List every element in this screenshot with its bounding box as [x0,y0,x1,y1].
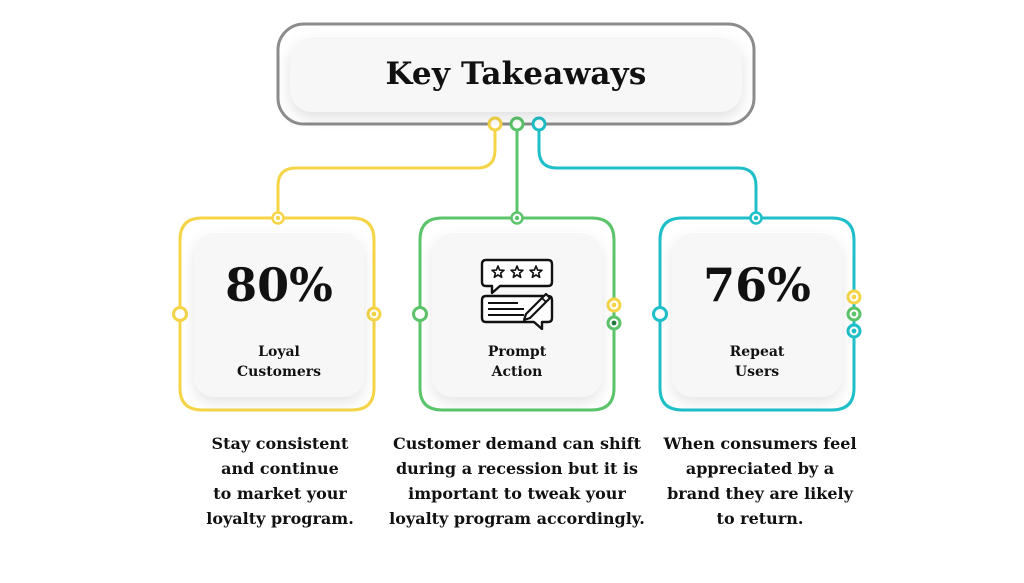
frame-green [418,216,616,412]
card-label: Loyal Customers [237,344,321,380]
junction-dot-green [509,116,525,132]
stat-value: 80% [225,258,333,312]
stat-card-repeat-users: 76% Repeat Users [672,232,842,397]
connector-yellow [276,124,497,218]
description-prompt-action: Customer demand can shift during a reces… [389,434,645,528]
connector-teal [537,124,758,218]
stat-card-loyal-customers: 80% Loyal Customers [194,232,364,397]
description-loyal-customers: Stay consistent and continue to market y… [206,434,354,528]
review-chat-icon [480,258,554,330]
stat-card-prompt-action: Prompt Action [432,232,602,397]
junction-dot-yellow [487,116,503,132]
side-dot-yellow-left [172,306,188,322]
card-label: Prompt Action [487,344,547,380]
page-title: Key Takeaways [385,56,647,92]
card-label: Repeat Users [729,344,785,380]
title-box: Key Takeaways [290,36,742,112]
side-dot-teal-left [652,306,668,322]
side-dot-green-left [412,306,428,322]
stat-value: 76% [703,258,811,312]
frame-yellow [178,216,376,412]
description-repeat-users: When consumers feel appreciated by a bra… [663,434,857,528]
junction-dot-teal [531,116,547,132]
frame-teal [658,216,856,412]
